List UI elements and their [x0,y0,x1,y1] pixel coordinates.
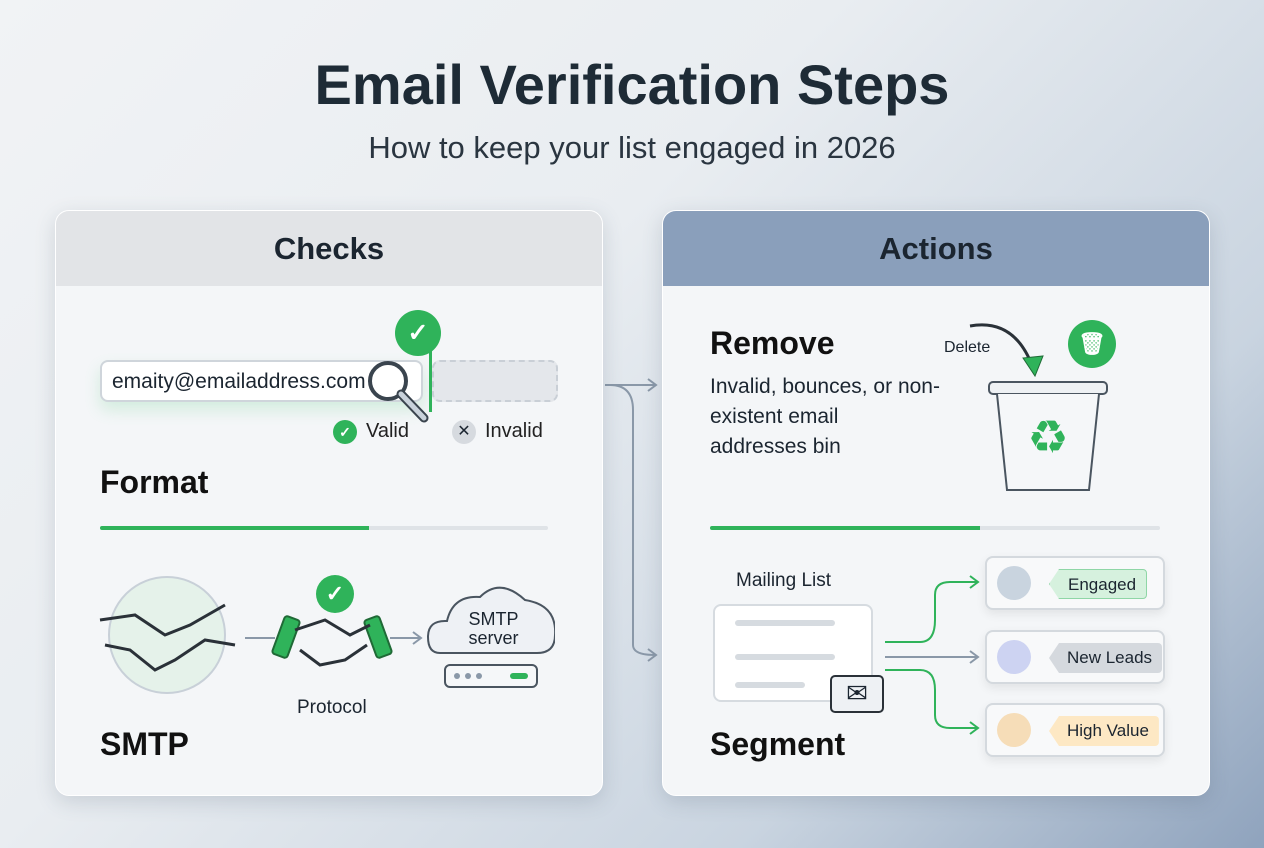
avatar [997,713,1031,747]
actions-header: Actions [663,211,1209,286]
connector-arrows [605,378,658,662]
avatar [997,640,1031,674]
protocol-check-icon: ✓ [316,575,354,613]
mailing-list-card [713,604,873,702]
checks-panel: Checks [55,210,603,796]
remove-description: Invalid, bounces, or non-existent email … [710,375,940,458]
recycle-bin-icon: ♻ [969,323,1108,491]
checks-header: Checks [56,211,602,286]
tag-new-leads: New Leads [1049,643,1163,673]
protocol-label: Protocol [297,697,367,718]
tag-engaged: Engaged [1049,569,1148,599]
invalid-label: Invalid [485,420,543,442]
valid-label: Valid [366,420,409,442]
envelope-icon: ✉ [830,675,884,713]
format-divider [100,526,548,530]
format-title: Format [100,464,209,500]
smtp-title: SMTP [100,726,189,762]
segment-title: Segment [710,726,846,762]
smtp-server-label: SMTP server [468,609,519,648]
page-title: Email Verification Steps [314,53,950,116]
check-icon: ✓ [395,310,441,356]
segment-high-value[interactable]: High Value [985,703,1165,757]
smtp-diagram [99,576,555,694]
segment-arrows [885,575,980,735]
mailing-list-label: Mailing List [736,570,832,591]
segment-new-leads[interactable]: New Leads [985,630,1165,684]
tag-high-value: High Value [1049,716,1159,746]
avatar [997,566,1031,600]
email-input-placeholder [432,360,558,402]
magnifier-icon [368,361,429,423]
trash-icon[interactable]: 🗑 [1068,320,1116,368]
delete-label: Delete [944,339,991,356]
remove-title: Remove [710,325,835,361]
page-subtitle: How to keep your list engaged in 2026 [368,130,896,165]
svg-text:♻: ♻ [1027,411,1068,463]
remove-divider [710,526,1160,530]
segment-engaged[interactable]: Engaged [985,556,1165,610]
cursor-line [429,350,432,412]
valid-icon: ✓ [333,420,357,444]
invalid-icon: ✕ [452,420,476,444]
